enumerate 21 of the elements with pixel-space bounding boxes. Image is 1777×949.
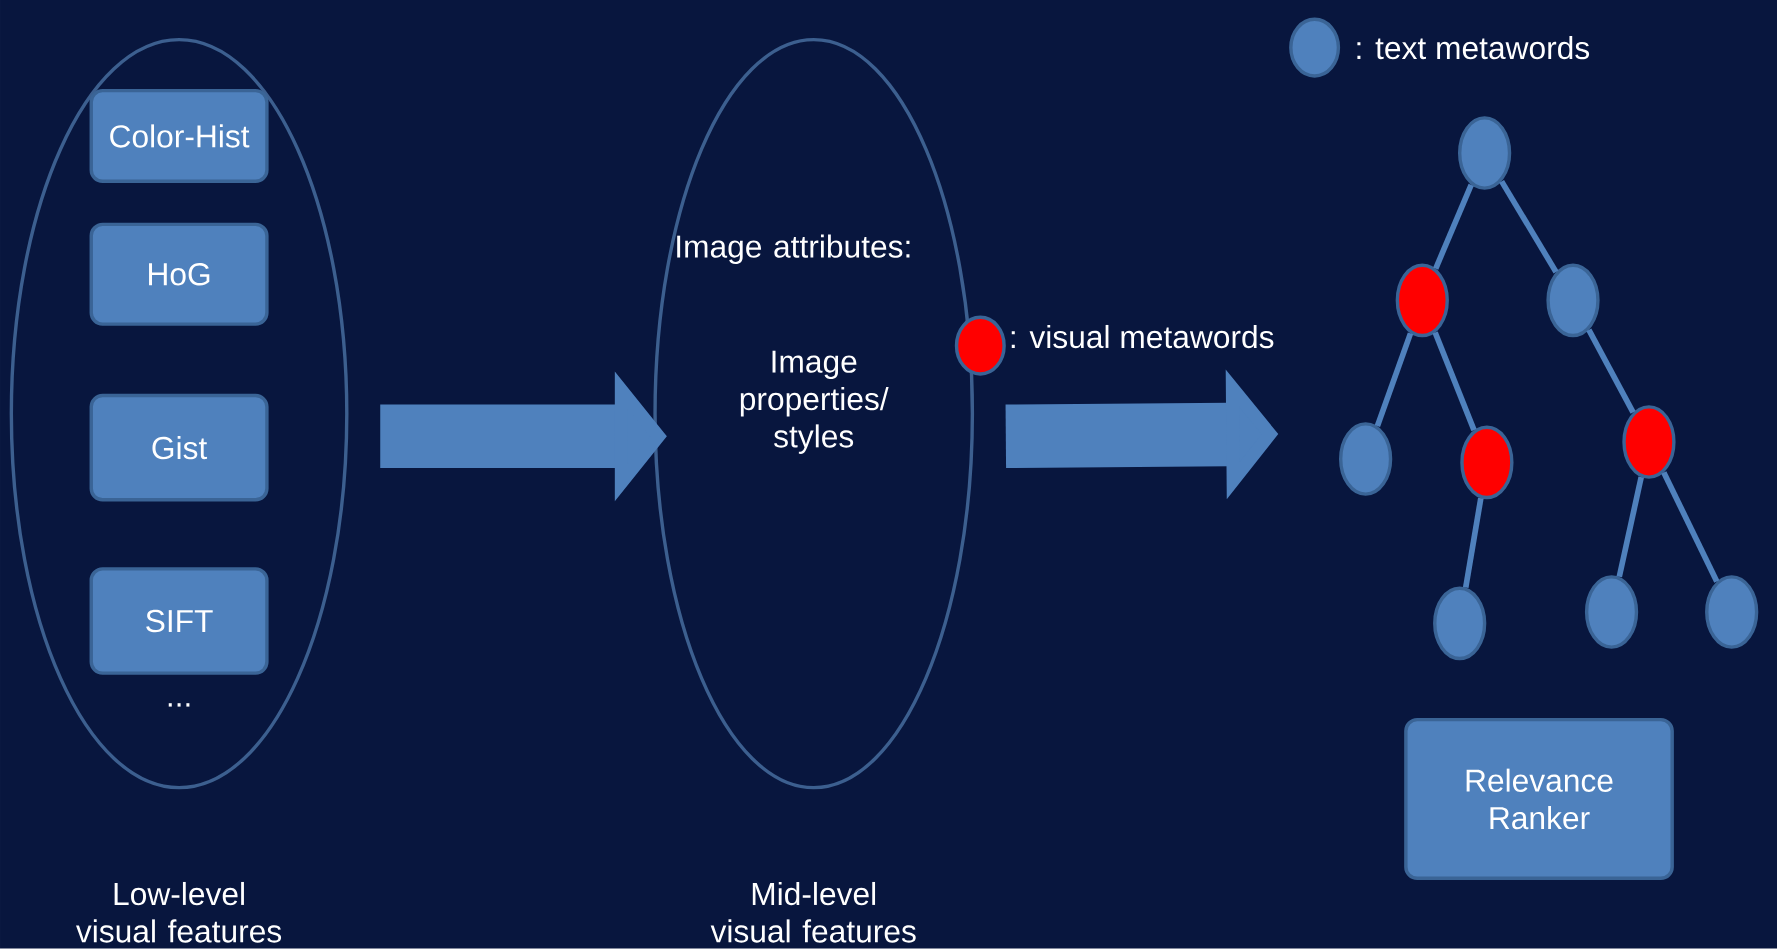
- legend-label: : text metawords: [1357, 36, 1590, 60]
- legend-label: : visual metawords: [1011, 325, 1274, 349]
- feature-box: HoG: [89, 222, 269, 327]
- label: Image attributes:: [677, 234, 910, 265]
- label: Low-level visual features: [76, 882, 282, 943]
- label: Mid-level visual features: [710, 882, 916, 943]
- tree-node: [1458, 116, 1512, 191]
- tree-node: [1705, 575, 1759, 650]
- tree-node: [1433, 586, 1487, 661]
- feature-box: Relevance Ranker: [1404, 718, 1674, 881]
- tree-node: [1546, 263, 1600, 338]
- tree-node: [1584, 575, 1639, 650]
- feature-box: SIFT: [89, 567, 269, 676]
- tree-node: [1395, 263, 1449, 338]
- tree-node: [1339, 422, 1393, 497]
- tree-node: [1622, 405, 1676, 480]
- feature-box: Color-Hist: [89, 89, 269, 184]
- label: Image properties/ styles: [740, 350, 889, 455]
- feature-box: Gist: [89, 394, 269, 502]
- tree-node: [1460, 425, 1514, 500]
- ellipsis: ...: [168, 703, 190, 707]
